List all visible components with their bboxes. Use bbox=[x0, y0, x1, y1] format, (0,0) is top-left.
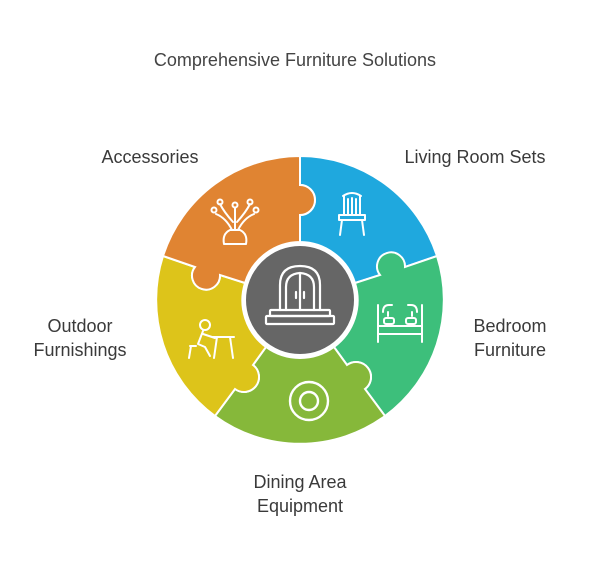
label-living-room-sets: Living Room Sets bbox=[380, 145, 570, 169]
label-line: Outdoor bbox=[47, 316, 113, 336]
label-line: Furniture bbox=[473, 340, 547, 360]
diagram-title: Comprehensive Furniture Solutions bbox=[153, 50, 437, 70]
label-line: Dining Area bbox=[253, 472, 347, 492]
label-line: Furnishings bbox=[33, 340, 127, 360]
label-dining-area-equipment: Dining Area Equipment bbox=[200, 470, 400, 518]
label-line: Accessories bbox=[101, 147, 199, 167]
label-line: Bedroom bbox=[473, 316, 547, 336]
label-bedroom-furniture: Bedroom Furniture bbox=[450, 314, 570, 362]
wardrobe-icon bbox=[264, 264, 336, 326]
person-at-table-icon bbox=[188, 319, 235, 359]
label-line: Equipment bbox=[256, 496, 344, 516]
bed-icon bbox=[377, 304, 423, 343]
chair-icon bbox=[338, 192, 366, 236]
label-line: Living Room Sets bbox=[404, 147, 546, 167]
label-accessories: Accessories bbox=[60, 145, 240, 169]
vase-icon bbox=[210, 198, 260, 245]
segment-accessories bbox=[161, 154, 316, 291]
label-outdoor-furnishings: Outdoor Furnishings bbox=[0, 314, 160, 362]
plate-icon bbox=[288, 380, 330, 422]
